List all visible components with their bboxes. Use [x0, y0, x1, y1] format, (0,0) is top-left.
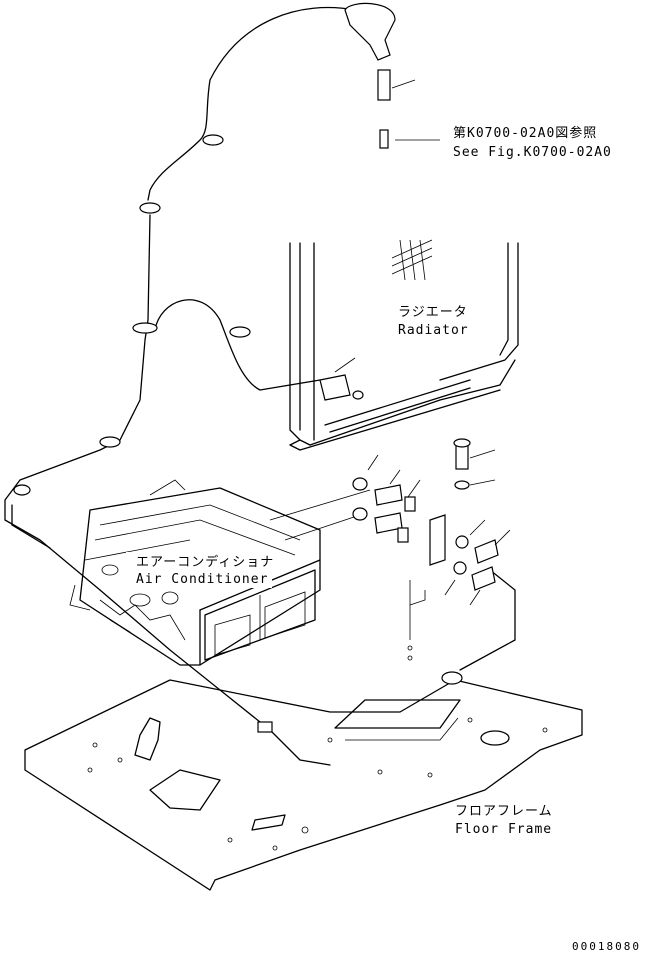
radiator-hose-fitting: [319, 357, 364, 401]
air-conditioner-unit: [69, 479, 321, 666]
radiator-label-jp: ラジエータ: [398, 305, 468, 320]
radiator: [289, 239, 519, 451]
right-fittings: [352, 438, 511, 685]
hose-lines: [4, 6, 356, 766]
drawing-number: 00018080: [572, 940, 641, 953]
aircon-label-en: Air Conditioner: [136, 572, 268, 587]
ref-label-jp: 第K0700-02A0図参照: [453, 125, 597, 141]
floor-label-en: Floor Frame: [455, 822, 552, 837]
aircon-label-jp: エアーコンディショナ: [136, 554, 274, 570]
floor-label-jp: フロアフレーム: [455, 804, 553, 819]
radiator-label-en: Radiator: [398, 323, 469, 338]
aircon-label-bg: [126, 552, 272, 588]
ref-label-en: See Fig.K0700-02A0: [453, 145, 612, 160]
ac-connection-lines: [269, 489, 516, 671]
floor-frame: [24, 679, 583, 891]
top-fitting: [344, 2, 440, 149]
hose-clamps: [13, 134, 273, 733]
